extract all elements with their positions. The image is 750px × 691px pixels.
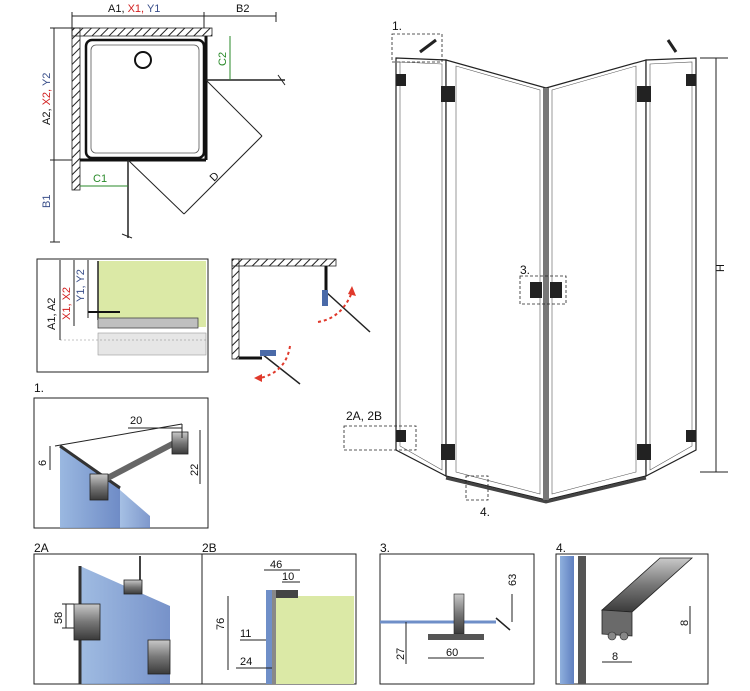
- front-view: 1. 3. 2A, 2B 4. H: [343, 19, 728, 519]
- detail-4: 4. 8 8: [555, 541, 709, 685]
- dim-27: 27: [395, 648, 407, 660]
- dim-58: 58: [53, 612, 65, 624]
- callout-2: 2A, 2B: [346, 409, 382, 423]
- a1-a2-label: A1, A2: [46, 298, 58, 330]
- dim-20: 20: [130, 415, 142, 427]
- dim-10: 10: [282, 571, 294, 583]
- detail-3: 3. 63 27 60: [379, 541, 535, 685]
- detail-1-title: 1.: [34, 381, 44, 395]
- dim-8-vertical: 8: [679, 620, 691, 626]
- height-label: A2, X2, Y2: [41, 73, 53, 125]
- dim-46: 46: [270, 559, 282, 571]
- callout-1: 1.: [392, 19, 402, 33]
- dim-8-horizontal: 8: [612, 651, 618, 663]
- c1-label: C1: [93, 173, 107, 185]
- callout-3: 3.: [520, 263, 530, 277]
- dim-11: 11: [240, 628, 251, 640]
- detail-2a: 2A 58: [33, 541, 209, 685]
- dim-22: 22: [189, 464, 201, 476]
- detail-4-title: 4.: [556, 541, 566, 555]
- dim-63: 63: [507, 574, 519, 586]
- c2-label: C2: [217, 52, 229, 66]
- callout-4: 4.: [480, 505, 490, 519]
- detail-1: 1. 20 6 22: [33, 381, 209, 529]
- d-label: D: [208, 170, 222, 184]
- b1-label: B1: [41, 195, 53, 208]
- detail-3-title: 3.: [380, 541, 390, 555]
- height-h-label: H: [715, 264, 727, 272]
- x1-x2-label: X1, X2: [61, 287, 73, 320]
- dim-76: 76: [215, 618, 227, 630]
- dim-60: 60: [446, 647, 458, 659]
- dim-6: 6: [37, 460, 49, 466]
- detail-2b-title: 2B: [202, 541, 217, 555]
- width-label: A1, X1, Y1: [108, 3, 160, 15]
- b2-label: B2: [236, 3, 249, 15]
- dim-24: 24: [240, 656, 252, 668]
- top-plan-view: A1, X1, Y1 B2 A2, X2, Y2 B1 C1 C2 D: [41, 3, 286, 243]
- swing-diagram: [231, 258, 371, 385]
- detail-2b: 2B 46 10 76 11 24: [201, 541, 357, 685]
- y1-y2-label: Y1, Y2: [75, 269, 87, 302]
- detail-2a-title: 2A: [34, 541, 49, 555]
- side-section-view: A1, A2 X1, X2 Y1, Y2: [36, 258, 209, 373]
